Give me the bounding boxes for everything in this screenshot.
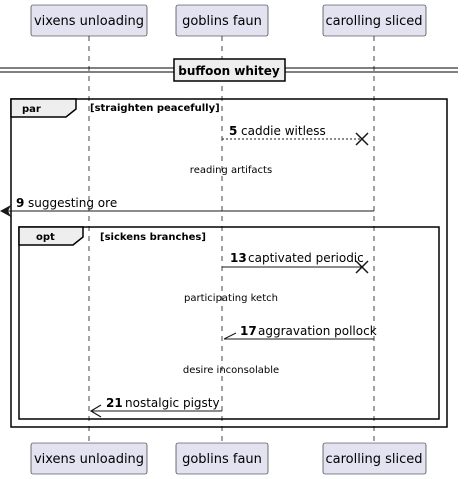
participant-goblins-faun-top: goblins faun bbox=[175, 4, 269, 37]
delay-3: desire inconsolable bbox=[183, 365, 279, 376]
message-number: 21 bbox=[106, 396, 123, 410]
lifelines bbox=[88, 36, 375, 442]
message-number: 5 bbox=[229, 124, 237, 138]
par-keyword: par bbox=[22, 104, 41, 115]
opt-frame: opt [sickens branches] bbox=[18, 226, 440, 420]
participant-carolling-sliced-top: carolling sliced bbox=[322, 4, 427, 37]
delay-2: participating ketch bbox=[184, 293, 278, 304]
message-text: captivated periodic bbox=[248, 251, 364, 265]
destroy-x-icon bbox=[355, 260, 369, 274]
participant-goblins-faun-bottom: goblins faun bbox=[175, 442, 269, 475]
message-number: 17 bbox=[240, 324, 257, 338]
participant-label: vixens unloading bbox=[34, 452, 144, 467]
participant-label: carolling sliced bbox=[326, 14, 423, 29]
message-13: 13 captivated periodic bbox=[222, 251, 369, 274]
message-text: aggravation pollock bbox=[258, 324, 377, 338]
delay-text: participating ketch bbox=[184, 293, 278, 304]
delay-text: reading artifacts bbox=[190, 165, 272, 176]
opt-guard: [sickens branches] bbox=[100, 232, 206, 243]
participant-carolling-sliced-bottom: carolling sliced bbox=[322, 442, 427, 475]
message-21: 21 nostalgic pigsty bbox=[89, 396, 222, 418]
par-guard: [straighten peacefully] bbox=[90, 103, 220, 114]
message-number: 9 bbox=[16, 196, 24, 210]
message-9: 9 suggesting ore bbox=[0, 196, 374, 217]
message-5: 5 caddie witless bbox=[222, 124, 369, 146]
par-frame: par [straighten peacefully] bbox=[10, 98, 448, 428]
message-17: 17 aggravation pollock bbox=[223, 324, 377, 340]
participant-label: vixens unloading bbox=[34, 14, 144, 29]
open-arrowhead-icon bbox=[89, 404, 102, 418]
participant-label: carolling sliced bbox=[326, 452, 423, 467]
participant-label: goblins faun bbox=[182, 452, 262, 467]
message-text: caddie witless bbox=[241, 124, 326, 138]
divider: buffoon whitey bbox=[0, 58, 458, 82]
destroy-x-icon bbox=[355, 132, 369, 146]
participant-vixens-unloading-top: vixens unloading bbox=[30, 4, 148, 37]
delay-text: desire inconsolable bbox=[183, 365, 279, 376]
participant-label: goblins faun bbox=[182, 14, 262, 29]
message-text: nostalgic pigsty bbox=[125, 396, 220, 410]
participant-vixens-unloading-bottom: vixens unloading bbox=[30, 442, 148, 475]
half-arrowhead-icon bbox=[223, 332, 237, 340]
arrowhead-icon bbox=[0, 205, 11, 217]
message-text: suggesting ore bbox=[28, 196, 117, 210]
delay-1: reading artifacts bbox=[190, 165, 272, 176]
message-number: 13 bbox=[230, 251, 247, 265]
divider-label: buffoon whitey bbox=[178, 64, 280, 78]
opt-keyword: opt bbox=[36, 232, 55, 243]
